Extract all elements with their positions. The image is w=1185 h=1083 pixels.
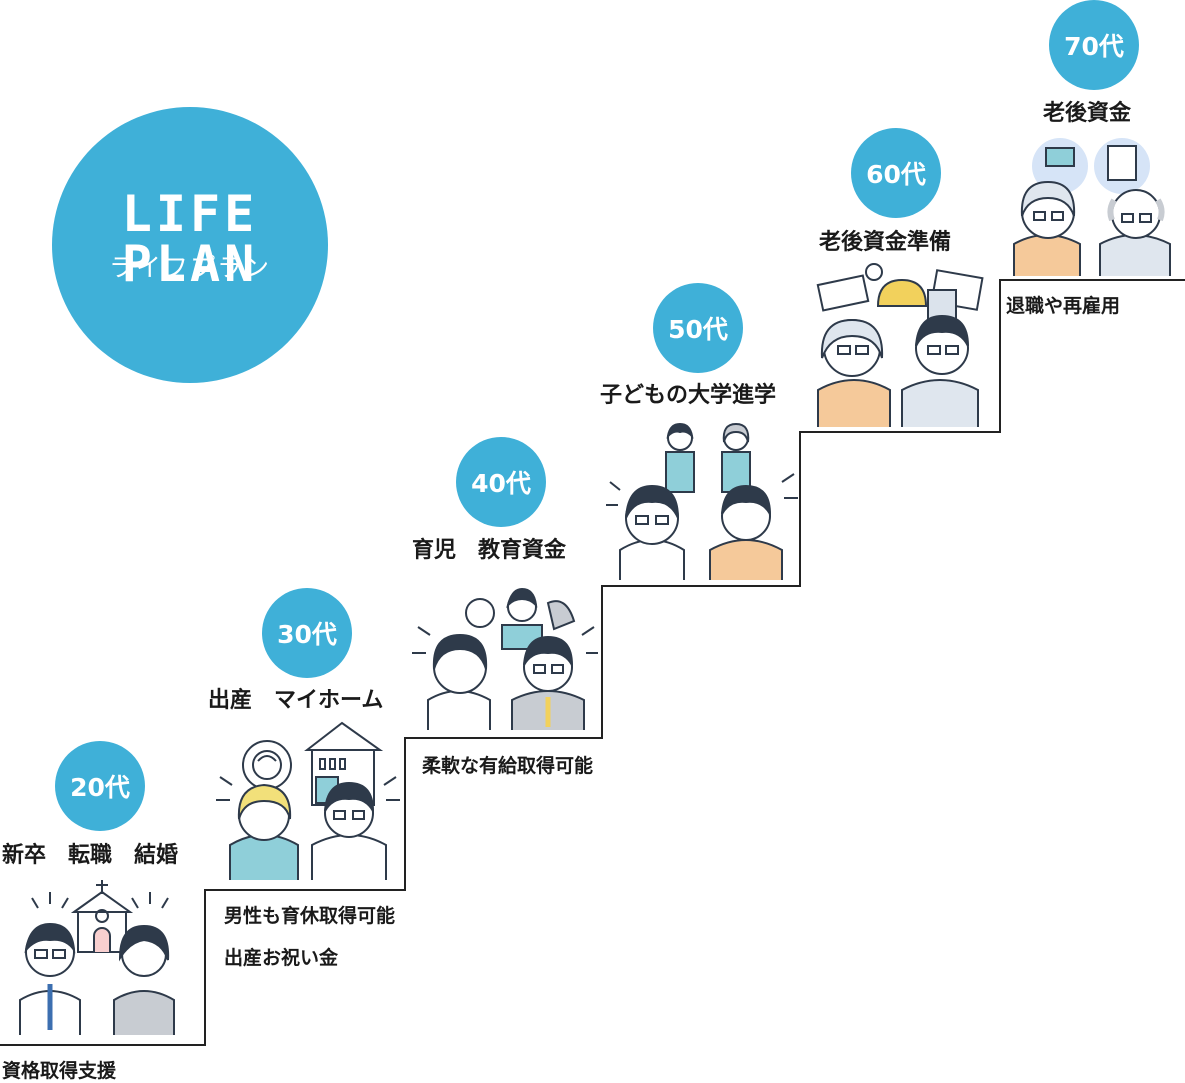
benefit-30s-1: 男性も育休取得可能 [224, 905, 396, 927]
age-badge-50s: 50代 [653, 283, 743, 373]
wedding-couple-icon [19, 880, 175, 1035]
life-plan-logo: LIFE PLAN ライフプラン [52, 107, 328, 383]
events-40s: 育児 教育資金 [412, 538, 567, 563]
graduation-family-icon [606, 422, 798, 580]
parenting-family-icon [412, 587, 598, 730]
events-20s: 新卒 転職 結婚 [2, 843, 179, 868]
events-30s: 出産 マイホーム [208, 688, 384, 713]
events-70s: 老後資金 [1043, 101, 1132, 126]
benefit-70s-1: 退職や再雇用 [1006, 295, 1121, 317]
events-50s: 子どもの大学進学 [600, 383, 777, 408]
events-60s: 老後資金準備 [819, 230, 952, 255]
logo-title: LIFE PLAN [121, 185, 259, 293]
baby-house-family-icon [216, 721, 400, 880]
age-badge-40s: 40代 [456, 437, 546, 527]
benefit-20s-1: 資格取得支援 [2, 1060, 117, 1082]
logo-subtitle: ライフプラン [108, 253, 271, 282]
benefit-30s-2: 出産お祝い金 [224, 947, 339, 969]
age-badge-70s: 70代 [1049, 0, 1139, 90]
age-badge-60s: 60代 [851, 128, 941, 218]
senior-couple-icon [1013, 138, 1171, 276]
age-badge-30s: 30代 [262, 588, 352, 678]
age-badge-20s: 20代 [55, 741, 145, 831]
benefit-40s-1: 柔軟な有給取得可能 [422, 755, 594, 777]
retirement-saving-couple-icon [816, 263, 984, 427]
